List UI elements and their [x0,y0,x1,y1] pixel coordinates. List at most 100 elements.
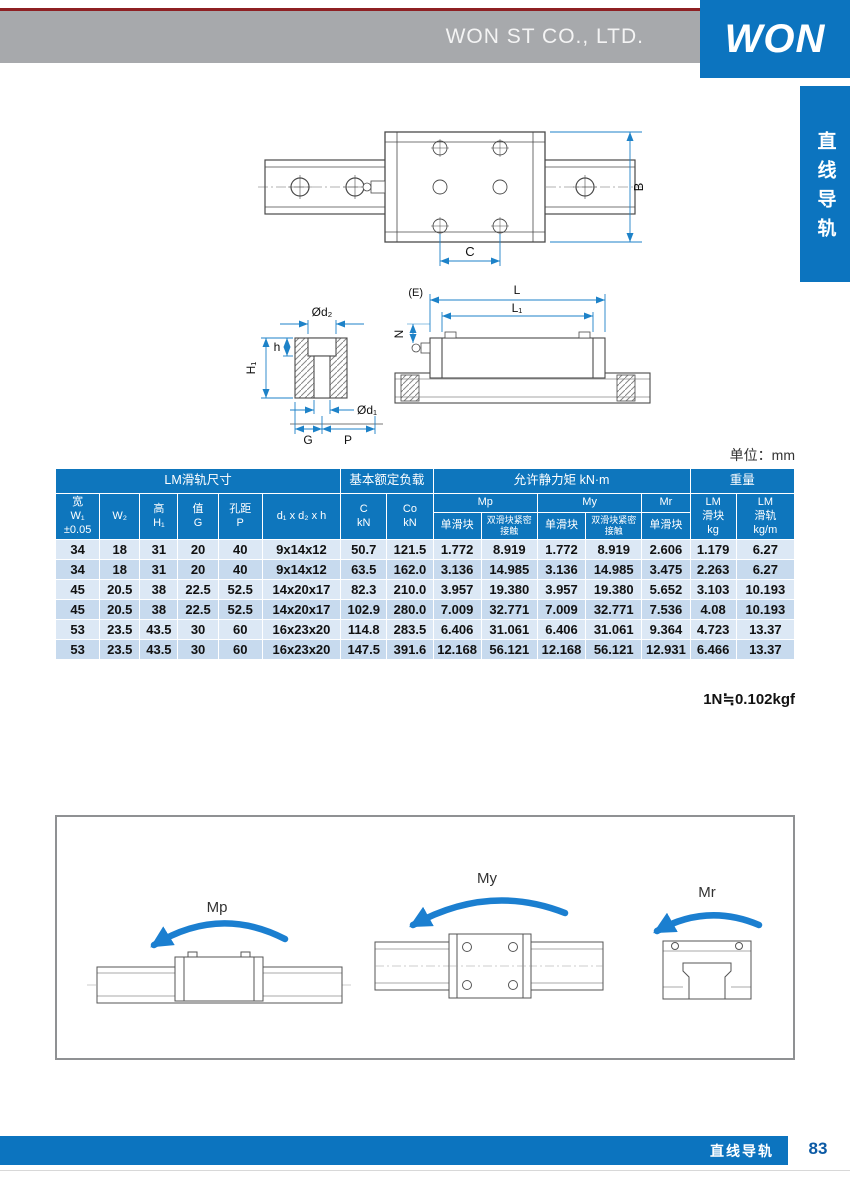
table-cell: 45 [54,599,101,621]
dim-label-e: (E) [408,287,423,299]
table-cell: 22.5 [177,599,219,621]
spec-table: LM滑轨尺寸 基本额定负载 允许静力矩 kN·m 重量 宽 W₁ ±0.05 W… [54,468,796,661]
table-cell: 13.37 [735,639,796,661]
footer-bar: 直线导轨 [0,1136,788,1165]
col-header-mp: Mp [432,492,538,514]
table-cell: 114.8 [340,619,388,641]
col-header-h1: 高 H₁ [139,492,179,541]
col-header-w1: 宽 W₁ ±0.05 [54,492,101,541]
table-cell: 16x23x20 [261,619,342,641]
moment-mp-arrow [150,920,289,949]
table-cell: 12.168 [432,639,482,661]
table-cell: 38 [139,599,179,621]
table-cell: 9x14x12 [261,539,342,561]
table-cell: 3.475 [641,559,691,581]
side-elevation [394,331,651,404]
dim-label-l1: L₁ [512,301,523,315]
table-cell: 3.957 [432,579,482,601]
table-cell: 7.536 [641,599,691,621]
side-view-drawing: Ød₂ h H₁ Ød₁ G P L L₁ (E) N [244,283,651,446]
table-cell: 4.723 [689,619,737,641]
moment-my-arrow [409,897,569,929]
header-accent-line [0,8,700,11]
top-view-drawing: B C [258,131,646,266]
table-cell: 60 [217,619,263,641]
table-cell: 7.009 [432,599,482,621]
dim-label-h1: H₁ [244,362,258,375]
table-cell: 210.0 [386,579,434,601]
col-header-my: My [536,492,643,514]
dim-label-d1: Ød₁ [357,403,377,417]
table-cell: 60 [217,639,263,661]
table-cell: 1.772 [536,539,587,561]
table-cell: 2.263 [689,559,737,581]
table-cell: 8.919 [480,539,538,561]
table-cell: 23.5 [99,639,141,661]
table-cell: 19.380 [585,579,643,601]
table-cell: 280.0 [386,599,434,621]
dim-label-c: C [465,244,474,259]
group-header-load: 基本额定负载 [340,468,434,494]
moment-my-label: My [477,870,497,887]
col-header-co: Co kN [386,492,434,541]
table-cell: 102.9 [340,599,388,621]
table-cell: 34 [54,559,101,581]
page-number: 83 [808,1139,828,1158]
dim-label-g: G [303,433,312,446]
table-cell: 20.5 [99,599,141,621]
sub-header-my-single: 单滑块 [536,512,587,541]
moment-mp-group: Mp [87,899,351,1004]
dim-label-d2: Ød₂ [312,305,333,319]
table-cell: 391.6 [386,639,434,661]
col-header-c: C kN [340,492,388,541]
table-cell: 6.27 [735,539,796,561]
table-cell: 6.466 [689,639,737,661]
table-cell: 9x14x12 [261,559,342,581]
table-cell: 12.168 [536,639,587,661]
sub-header-mr-single: 单滑块 [641,512,691,541]
table-cell: 23.5 [99,619,141,641]
table-cell: 162.0 [386,559,434,581]
dim-label-n: N [392,330,406,339]
footer-underline [0,1170,850,1171]
sub-header-mp-double: 双滑块紧密接触 [480,512,538,541]
table-cell: 53 [54,639,101,661]
won-logo: WON [700,0,850,78]
table-cell: 3.103 [689,579,737,601]
table-cell: 5.652 [641,579,691,601]
group-header-dims: LM滑轨尺寸 [54,468,342,494]
rail-hole-section [290,337,383,425]
col-header-g: 值 G [177,492,219,541]
table-cell: 32.771 [585,599,643,621]
table-cell: 19.380 [480,579,538,601]
table-cell: 20 [177,559,219,581]
table-cell: 3.957 [536,579,587,601]
group-header-moment: 允许静力矩 kN·m [432,468,691,494]
table-cell: 6.406 [432,619,482,641]
table-cell: 40 [217,559,263,581]
won-logo-text: WON [724,16,826,61]
dim-label-p: P [344,433,352,446]
dim-label-l: L [514,283,521,297]
sub-header-my-double: 双滑块紧密接触 [585,512,643,541]
table-cell: 32.771 [480,599,538,621]
table-cell: 283.5 [386,619,434,641]
moment-mr-label: Mr [698,884,716,901]
table-cell: 45 [54,579,101,601]
table-cell: 63.5 [340,559,388,581]
table-cell: 43.5 [139,619,179,641]
col-header-d1d2h: d₁ x d₂ x h [261,492,342,541]
table-cell: 30 [177,619,219,641]
moment-mr-group: Mr [653,884,763,1000]
table-cell: 50.7 [340,539,388,561]
table-cell: 1.179 [689,539,737,561]
table-cell: 14.985 [585,559,643,581]
table-cell: 1.772 [432,539,482,561]
